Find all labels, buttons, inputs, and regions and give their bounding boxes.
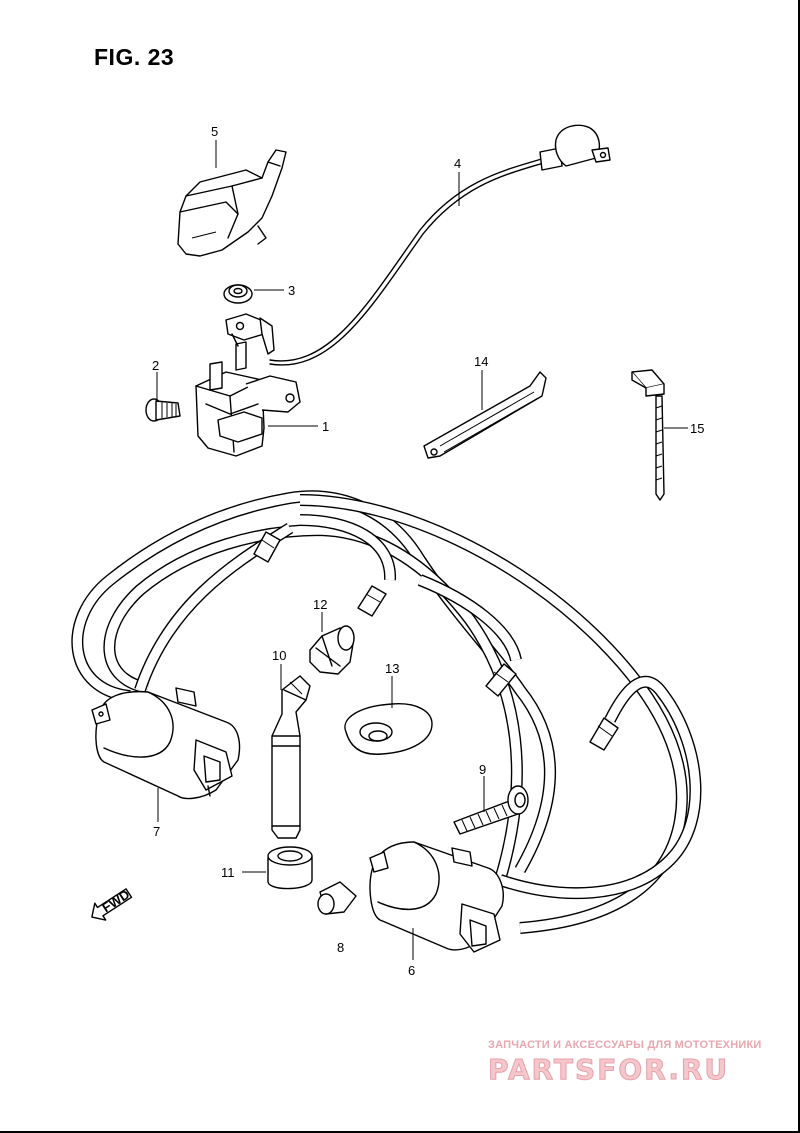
callout-8: 8 xyxy=(337,940,344,955)
watermark-tagline: ЗАПЧАСТИ И АКСЕССУАРЫ ДЛЯ МОТОТЕХНИКИ xyxy=(488,1039,762,1051)
callout-11: 11 xyxy=(221,865,235,880)
part-11-boot[interactable] xyxy=(267,846,313,890)
leader-lines xyxy=(156,140,688,960)
watermark-logo: PARTSFOR.RU xyxy=(488,1053,730,1087)
callout-5: 5 xyxy=(211,124,218,139)
part-5-cover[interactable] xyxy=(177,149,287,257)
callout-1: 1 xyxy=(322,419,329,434)
callout-13: 13 xyxy=(385,661,399,676)
callout-10: 10 xyxy=(272,648,286,663)
callout-4: 4 xyxy=(454,156,461,171)
part-8-collar[interactable] xyxy=(317,881,357,915)
callout-3: 3 xyxy=(288,283,295,298)
high-tension-leads[interactable] xyxy=(71,490,702,934)
callout-7: 7 xyxy=(153,824,160,839)
part-1-relay[interactable] xyxy=(195,313,301,457)
callout-9: 9 xyxy=(479,762,486,777)
figure-title: FIG. 23 xyxy=(94,44,175,70)
part-7-ignition-coil[interactable] xyxy=(91,687,241,800)
part-13-grommet-plate[interactable] xyxy=(344,703,433,755)
callout-6: 6 xyxy=(408,963,415,978)
part-3-grommet[interactable] xyxy=(223,284,253,304)
watermark: ЗАПЧАСТИ И АКСЕССУАРЫ ДЛЯ МОТОТЕХНИКИ PA… xyxy=(488,1039,788,1087)
callout-15: 15 xyxy=(690,421,704,436)
part-14-strap[interactable] xyxy=(423,371,547,459)
part-2-bolt[interactable] xyxy=(145,398,181,422)
callout-labels: 5 3 2 1 4 14 15 12 10 13 9 7 11 8 6 xyxy=(152,124,704,978)
part-9-bolt[interactable] xyxy=(453,785,529,835)
callout-2: 2 xyxy=(152,358,159,373)
part-12-seal[interactable] xyxy=(309,625,355,675)
part-15-cable-tie[interactable] xyxy=(631,369,665,501)
callout-14: 14 xyxy=(474,354,488,369)
part-4-battery-cable[interactable] xyxy=(269,124,611,366)
part-10-plug-cap[interactable] xyxy=(271,675,311,839)
fwd-arrow-icon: FWD xyxy=(91,887,132,921)
part-6-ignition-coil[interactable] xyxy=(369,841,504,953)
callout-12: 12 xyxy=(313,597,327,612)
